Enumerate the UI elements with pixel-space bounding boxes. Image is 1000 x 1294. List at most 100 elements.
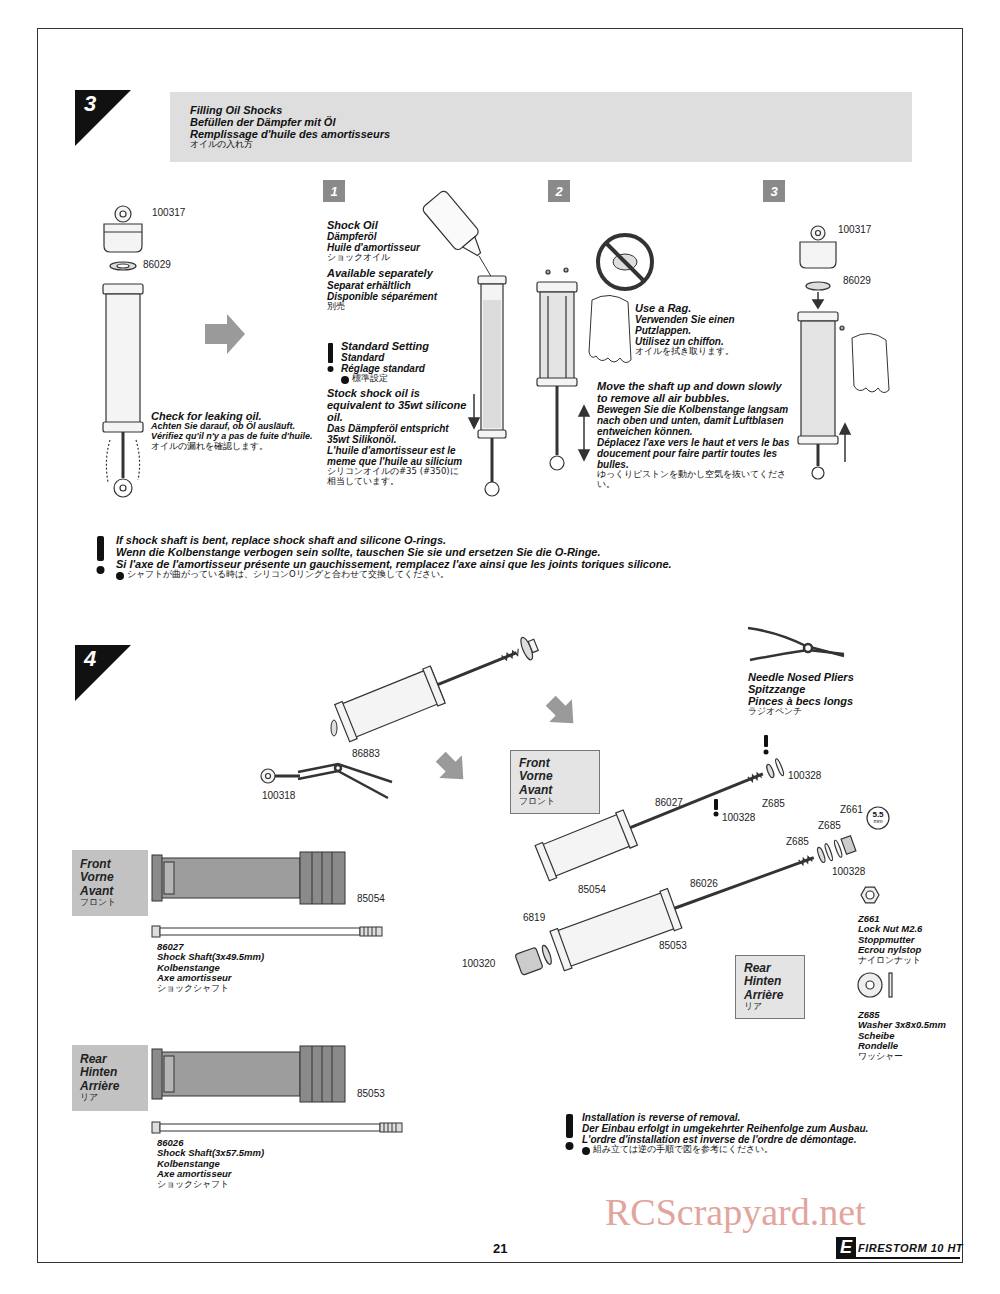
big-arrow bbox=[539, 689, 584, 734]
instruction-text: Available separately bbox=[327, 267, 467, 279]
shock-exploded bbox=[110, 262, 136, 270]
shock-body bbox=[481, 284, 503, 436]
node-text: Hinten bbox=[744, 975, 796, 988]
text-group: Shock OilDämpferölHuile d'amortisseurショッ… bbox=[327, 219, 467, 311]
instruction-text: Déplacez l'axe vers le haut et vers le b… bbox=[597, 437, 793, 470]
instruction-text: Wenn die Kolbenstange verbogen sein soll… bbox=[116, 546, 956, 558]
node-text: 2 bbox=[555, 185, 562, 198]
instruction-text: Stock shock oil is equivalent to 35wt si… bbox=[327, 387, 467, 423]
node-text: Befüllen der Dämpfer mit Öl bbox=[190, 116, 892, 128]
shock-body-front bbox=[332, 852, 333, 904]
instruction-text: Der Einbau erfolgt in umgekehrter Reihen… bbox=[582, 1123, 957, 1134]
rear-shock-assembly bbox=[824, 843, 834, 861]
shock-body-rear bbox=[332, 1046, 333, 1102]
direction-arrow bbox=[579, 406, 589, 460]
instruction-text: Shock Oil bbox=[327, 219, 467, 231]
instruction-text: ショックシャフト bbox=[157, 1180, 357, 1189]
shock-shaft-front bbox=[360, 927, 382, 936]
shock-shaft-rear bbox=[380, 1123, 402, 1132]
instruction-text: Axe amortisseur bbox=[157, 1169, 357, 1179]
shock-exploded bbox=[106, 440, 139, 482]
prohibited-symbol bbox=[598, 235, 652, 289]
instruction-text: Spitzzange bbox=[748, 683, 948, 695]
shock-exploded bbox=[104, 231, 142, 232]
shock-body-front bbox=[160, 858, 300, 898]
node-text: Vorne bbox=[80, 871, 140, 884]
shock-shaft-front bbox=[152, 926, 160, 937]
location-tag: FrontVorneAvantフロント bbox=[72, 850, 148, 916]
instruction-text: 86026 bbox=[157, 1138, 357, 1148]
part-number: 86883 bbox=[352, 748, 380, 759]
shock-body-rear bbox=[152, 1049, 162, 1099]
front-shock-assembly bbox=[535, 843, 557, 881]
instruction-text: Dämpferöl bbox=[327, 231, 467, 242]
node-text: Rear bbox=[80, 1053, 140, 1066]
text-group: 100318 bbox=[262, 790, 295, 801]
step-badge-shape bbox=[75, 645, 131, 701]
lock-nut-icon bbox=[866, 891, 874, 899]
text-group: 100328 bbox=[722, 812, 755, 823]
text-group: E bbox=[836, 1237, 856, 1259]
warning-mark bbox=[764, 750, 769, 755]
text-group: 86027Shock Shaft(3x49.5mm)KolbenstangeAx… bbox=[157, 942, 357, 993]
instruction-text: Axe amortisseur bbox=[157, 973, 357, 983]
shock-body bbox=[537, 378, 577, 386]
shock-shaft-front bbox=[160, 928, 360, 935]
part-number: 100317 bbox=[152, 207, 185, 218]
lock-nut-icon bbox=[861, 887, 879, 903]
node-text: Arrière bbox=[744, 989, 796, 1002]
shock-body-rear bbox=[300, 1046, 345, 1102]
node-text: リア bbox=[80, 1093, 140, 1103]
warning-mark bbox=[764, 735, 768, 747]
text-group: Stock shock oil is equivalent to 35wt si… bbox=[327, 387, 467, 486]
text-group: Z661 bbox=[840, 804, 863, 815]
shock-shaft-rear bbox=[152, 1122, 402, 1133]
warning-mark bbox=[97, 343, 769, 1150]
shock-body bbox=[547, 296, 548, 380]
pliers-icon bbox=[750, 650, 844, 660]
shock-body bbox=[478, 430, 506, 438]
washer-icon bbox=[858, 973, 882, 997]
page-number: 21 bbox=[493, 1242, 507, 1256]
rear-shock-assembly bbox=[799, 856, 813, 866]
circle-shape bbox=[867, 807, 889, 829]
text-group: Move the shaft up and down slowly to rem… bbox=[597, 380, 793, 489]
front-shock-assembly bbox=[748, 772, 762, 782]
rag bbox=[852, 333, 889, 392]
instruction-text: Washer 3x8x0.5mm bbox=[858, 1020, 963, 1030]
node-text: 3 bbox=[84, 92, 131, 116]
badge-shape bbox=[75, 90, 131, 146]
badge-shape bbox=[75, 645, 131, 701]
direction-arrow bbox=[579, 406, 589, 416]
direction-arrow bbox=[813, 300, 823, 308]
rod-end bbox=[275, 775, 300, 778]
instruction-text: Move the shaft up and down slowly to rem… bbox=[597, 380, 793, 404]
rod-end bbox=[261, 769, 275, 783]
text-group: 100317 bbox=[838, 224, 871, 235]
warning-mark bbox=[714, 799, 718, 810]
part-number: 86026 bbox=[690, 878, 718, 889]
text-group: 100328 bbox=[788, 770, 821, 781]
text-group: Z661Lock Nut M2.6StoppmutterEcrou nylsto… bbox=[858, 914, 963, 965]
shock-body bbox=[817, 444, 820, 466]
rear-shock-assembly bbox=[550, 929, 572, 971]
instruction-text: Separat erhältlich bbox=[327, 280, 467, 291]
rear-shock-assembly bbox=[541, 944, 553, 965]
direction-arrow bbox=[473, 394, 475, 420]
warning-mark bbox=[328, 366, 334, 372]
instruction-text: Ecrou nylstop bbox=[858, 945, 963, 955]
substep-number: 2 bbox=[548, 180, 570, 202]
part-number: Z685 bbox=[818, 820, 841, 831]
text-group: 86026Shock Shaft(3x57.5mm)KolbenstangeAx… bbox=[157, 1138, 357, 1189]
text-group: Use a Rag.Verwenden Sie einen Putzlappen… bbox=[635, 302, 747, 356]
shock-body-front bbox=[152, 852, 345, 904]
location-tag: RearHintenArrièreリア bbox=[735, 955, 805, 1019]
shock-body bbox=[540, 292, 574, 384]
shock-exploded bbox=[122, 432, 125, 478]
instruction-text: Bewegen Sie die Kolbenstange langsam nac… bbox=[597, 404, 793, 437]
oil-bottle bbox=[421, 189, 490, 263]
shock-body bbox=[537, 268, 577, 470]
brand-logo: E bbox=[836, 1237, 856, 1259]
pliers bbox=[298, 764, 392, 798]
direction-arrow bbox=[840, 424, 850, 462]
